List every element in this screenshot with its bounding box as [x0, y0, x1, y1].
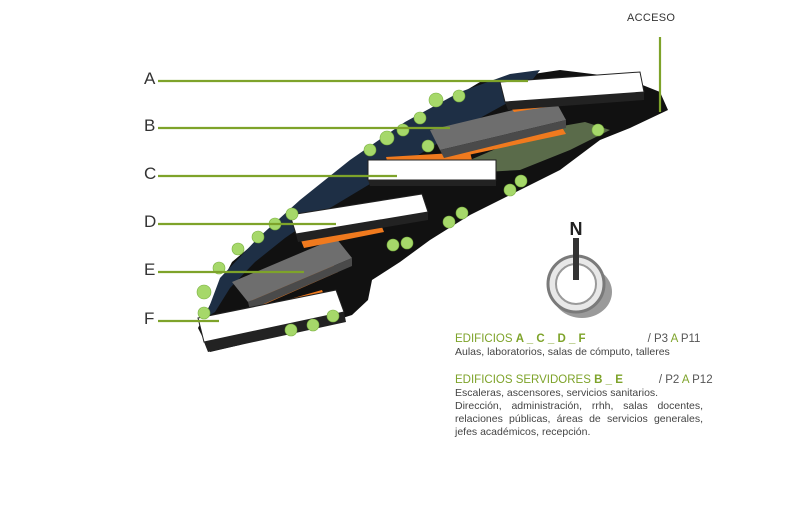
- legend-group2-description-1: Escaleras, ascensores, servicios sanitar…: [455, 387, 659, 399]
- legend-group1-codes: A _ C _ D _ F: [515, 333, 586, 345]
- legend-group2-codes: B _ E: [594, 374, 623, 386]
- compass-icon: N: [546, 219, 612, 318]
- legend-group1-range-word: A: [668, 333, 681, 345]
- legend-group1-range-start: P3: [653, 333, 669, 345]
- legend-group2-slash: /: [658, 374, 666, 386]
- compass-north-label: N: [570, 219, 583, 239]
- building-b-side: [440, 120, 566, 158]
- callout-d: D: [144, 212, 157, 231]
- legend-group2-heading: EDIFICIOS SERVIDORES B _ E / P2 A P12: [455, 374, 715, 387]
- building-b: [430, 100, 566, 150]
- building-e: [232, 238, 352, 302]
- legend-group-servers: EDIFICIOS SERVIDORES B _ E / P2 A P12 Esc…: [455, 374, 715, 439]
- legend-group-classrooms: EDIFICIOS A _ C _ D _ F / P3 A P11 Aulas,…: [455, 333, 715, 359]
- legend-group1-slash: /: [647, 333, 654, 345]
- callout-c: C: [144, 164, 157, 183]
- legend-group1-heading: EDIFICIOS A _ C _ D _ F / P3 A P11: [455, 333, 715, 346]
- legend-group2-range-start: P2: [665, 374, 680, 386]
- building-d-side: [296, 212, 428, 242]
- legend-group1-range-end: P11: [680, 333, 701, 345]
- callout-a: A: [144, 69, 156, 88]
- legend-group2-range-end: P12: [692, 374, 713, 386]
- callout-b: B: [144, 116, 156, 135]
- legend-group2-range-word: A: [679, 374, 693, 386]
- building-a-side: [505, 92, 644, 110]
- legend-group2-description-2: Dirección, administración, rrhh, salas d…: [455, 400, 703, 438]
- courtyard-area: [470, 122, 610, 172]
- legend-group2-title: EDIFICIOS SERVIDORES: [455, 374, 595, 386]
- callout-f: F: [144, 309, 155, 328]
- access-label: ACCESO: [627, 12, 676, 24]
- legend-group1-description: Aulas, laboratorios, salas de cómputo, t…: [455, 346, 670, 358]
- callout-e: E: [144, 260, 156, 279]
- building-e-side: [248, 258, 352, 310]
- legend-group1-title: EDIFICIOS: [455, 333, 516, 345]
- building-c-side: [368, 180, 496, 186]
- callout-leader-lines: [158, 37, 662, 323]
